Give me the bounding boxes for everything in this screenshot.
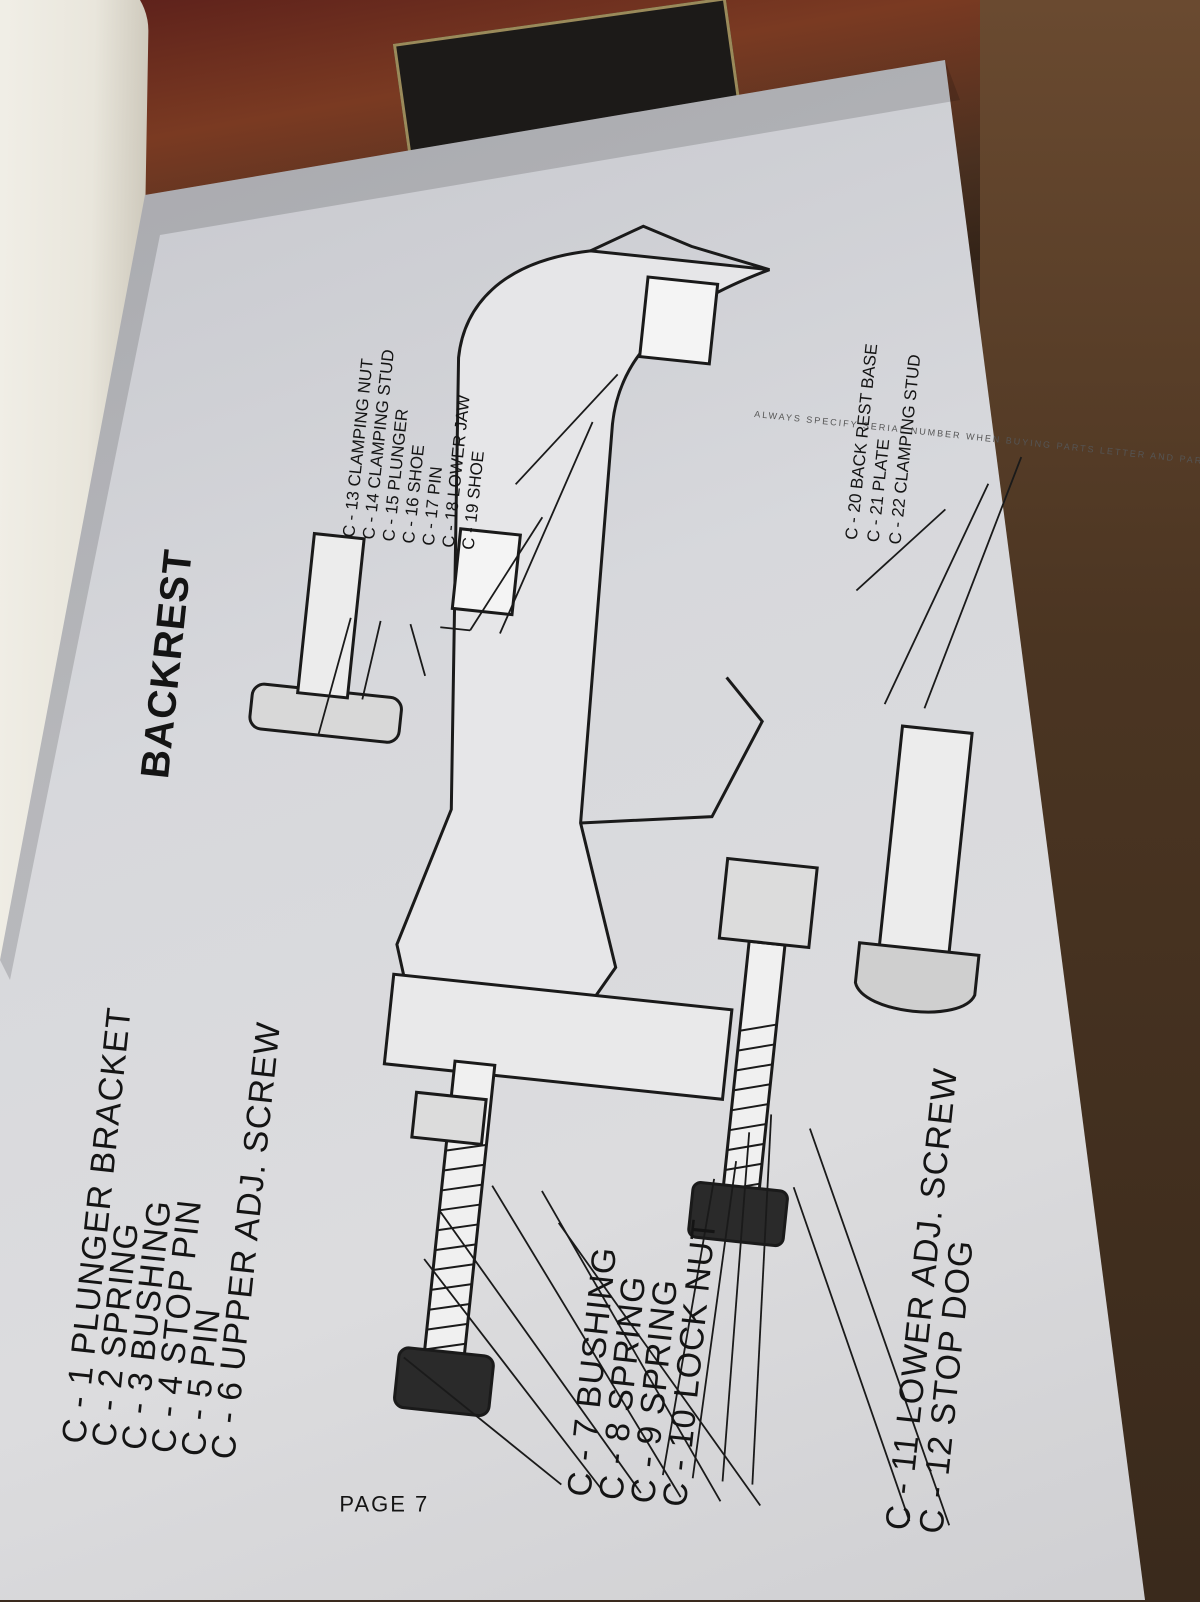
backrest-diagram: [248, 224, 1023, 1526]
page-number: PAGE 7: [339, 1491, 430, 1517]
part-code: C - 22: [885, 497, 910, 546]
part-name: PLATE: [868, 437, 894, 493]
page-content: ALWAYS SPECIFY SERIAL NUMBER WHEN BUYING…: [40, 127, 1200, 1574]
part-code: C - 20: [841, 492, 866, 541]
part-code: C - 21: [863, 494, 888, 543]
part-name: PIN: [424, 465, 447, 496]
part-code: C - 6: [204, 1378, 251, 1462]
part-code: C - 19: [458, 502, 483, 551]
part-name: SHOE: [463, 450, 488, 500]
